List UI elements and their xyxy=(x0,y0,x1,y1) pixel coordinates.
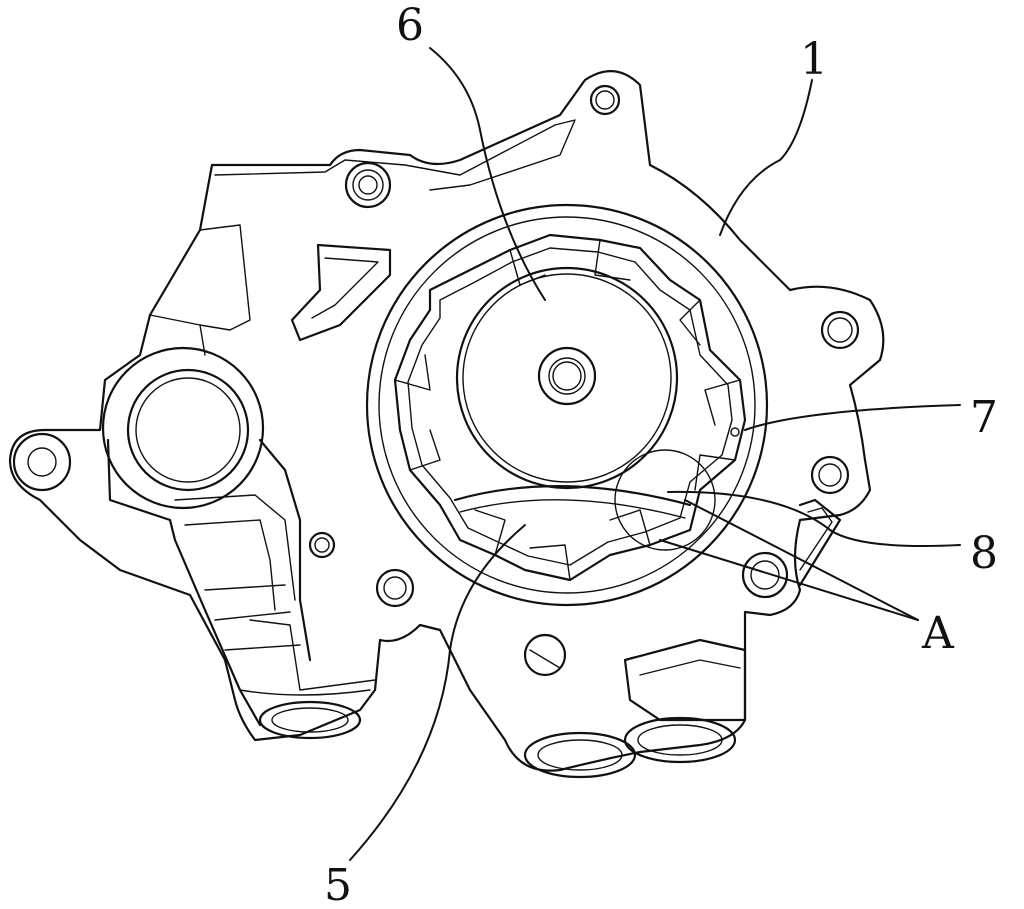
leader-7 xyxy=(744,404,961,431)
leader-6 xyxy=(429,47,546,301)
slot-cutout xyxy=(290,243,392,342)
small-holes xyxy=(308,427,740,677)
mounting-ear-top xyxy=(589,84,621,116)
leader-8 xyxy=(667,490,961,547)
leader-lines xyxy=(349,47,961,861)
outlet-boss xyxy=(101,346,376,727)
label-8: 8 xyxy=(970,528,998,579)
leader-1 xyxy=(719,79,813,236)
inner-rotor xyxy=(455,266,679,490)
outer-rotor xyxy=(393,233,747,582)
mounting-ear-lower-right xyxy=(810,455,850,495)
leader-a-2 xyxy=(659,539,919,621)
bottom-ports xyxy=(258,638,747,779)
leader-a-1 xyxy=(684,499,919,621)
label-6: 6 xyxy=(396,0,424,51)
mounting-ear-left xyxy=(12,432,72,492)
label-5: 5 xyxy=(324,860,352,909)
label-a: A xyxy=(921,608,955,659)
mounting-ear-bottom-right xyxy=(741,551,789,599)
outer-rotor-lower xyxy=(453,485,692,519)
label-7: 7 xyxy=(970,392,998,443)
mounting-ear-right xyxy=(820,310,860,350)
detail-circle-a xyxy=(614,449,716,551)
pump-housing xyxy=(8,70,885,772)
leader-5 xyxy=(349,524,526,861)
right-bracket xyxy=(798,498,842,587)
rotor-chamber xyxy=(365,203,769,607)
label-1: 1 xyxy=(800,34,828,85)
reference-labels: 6 1 7 8 A 5 xyxy=(324,0,998,909)
mounting-ear-upper-left xyxy=(344,161,392,209)
